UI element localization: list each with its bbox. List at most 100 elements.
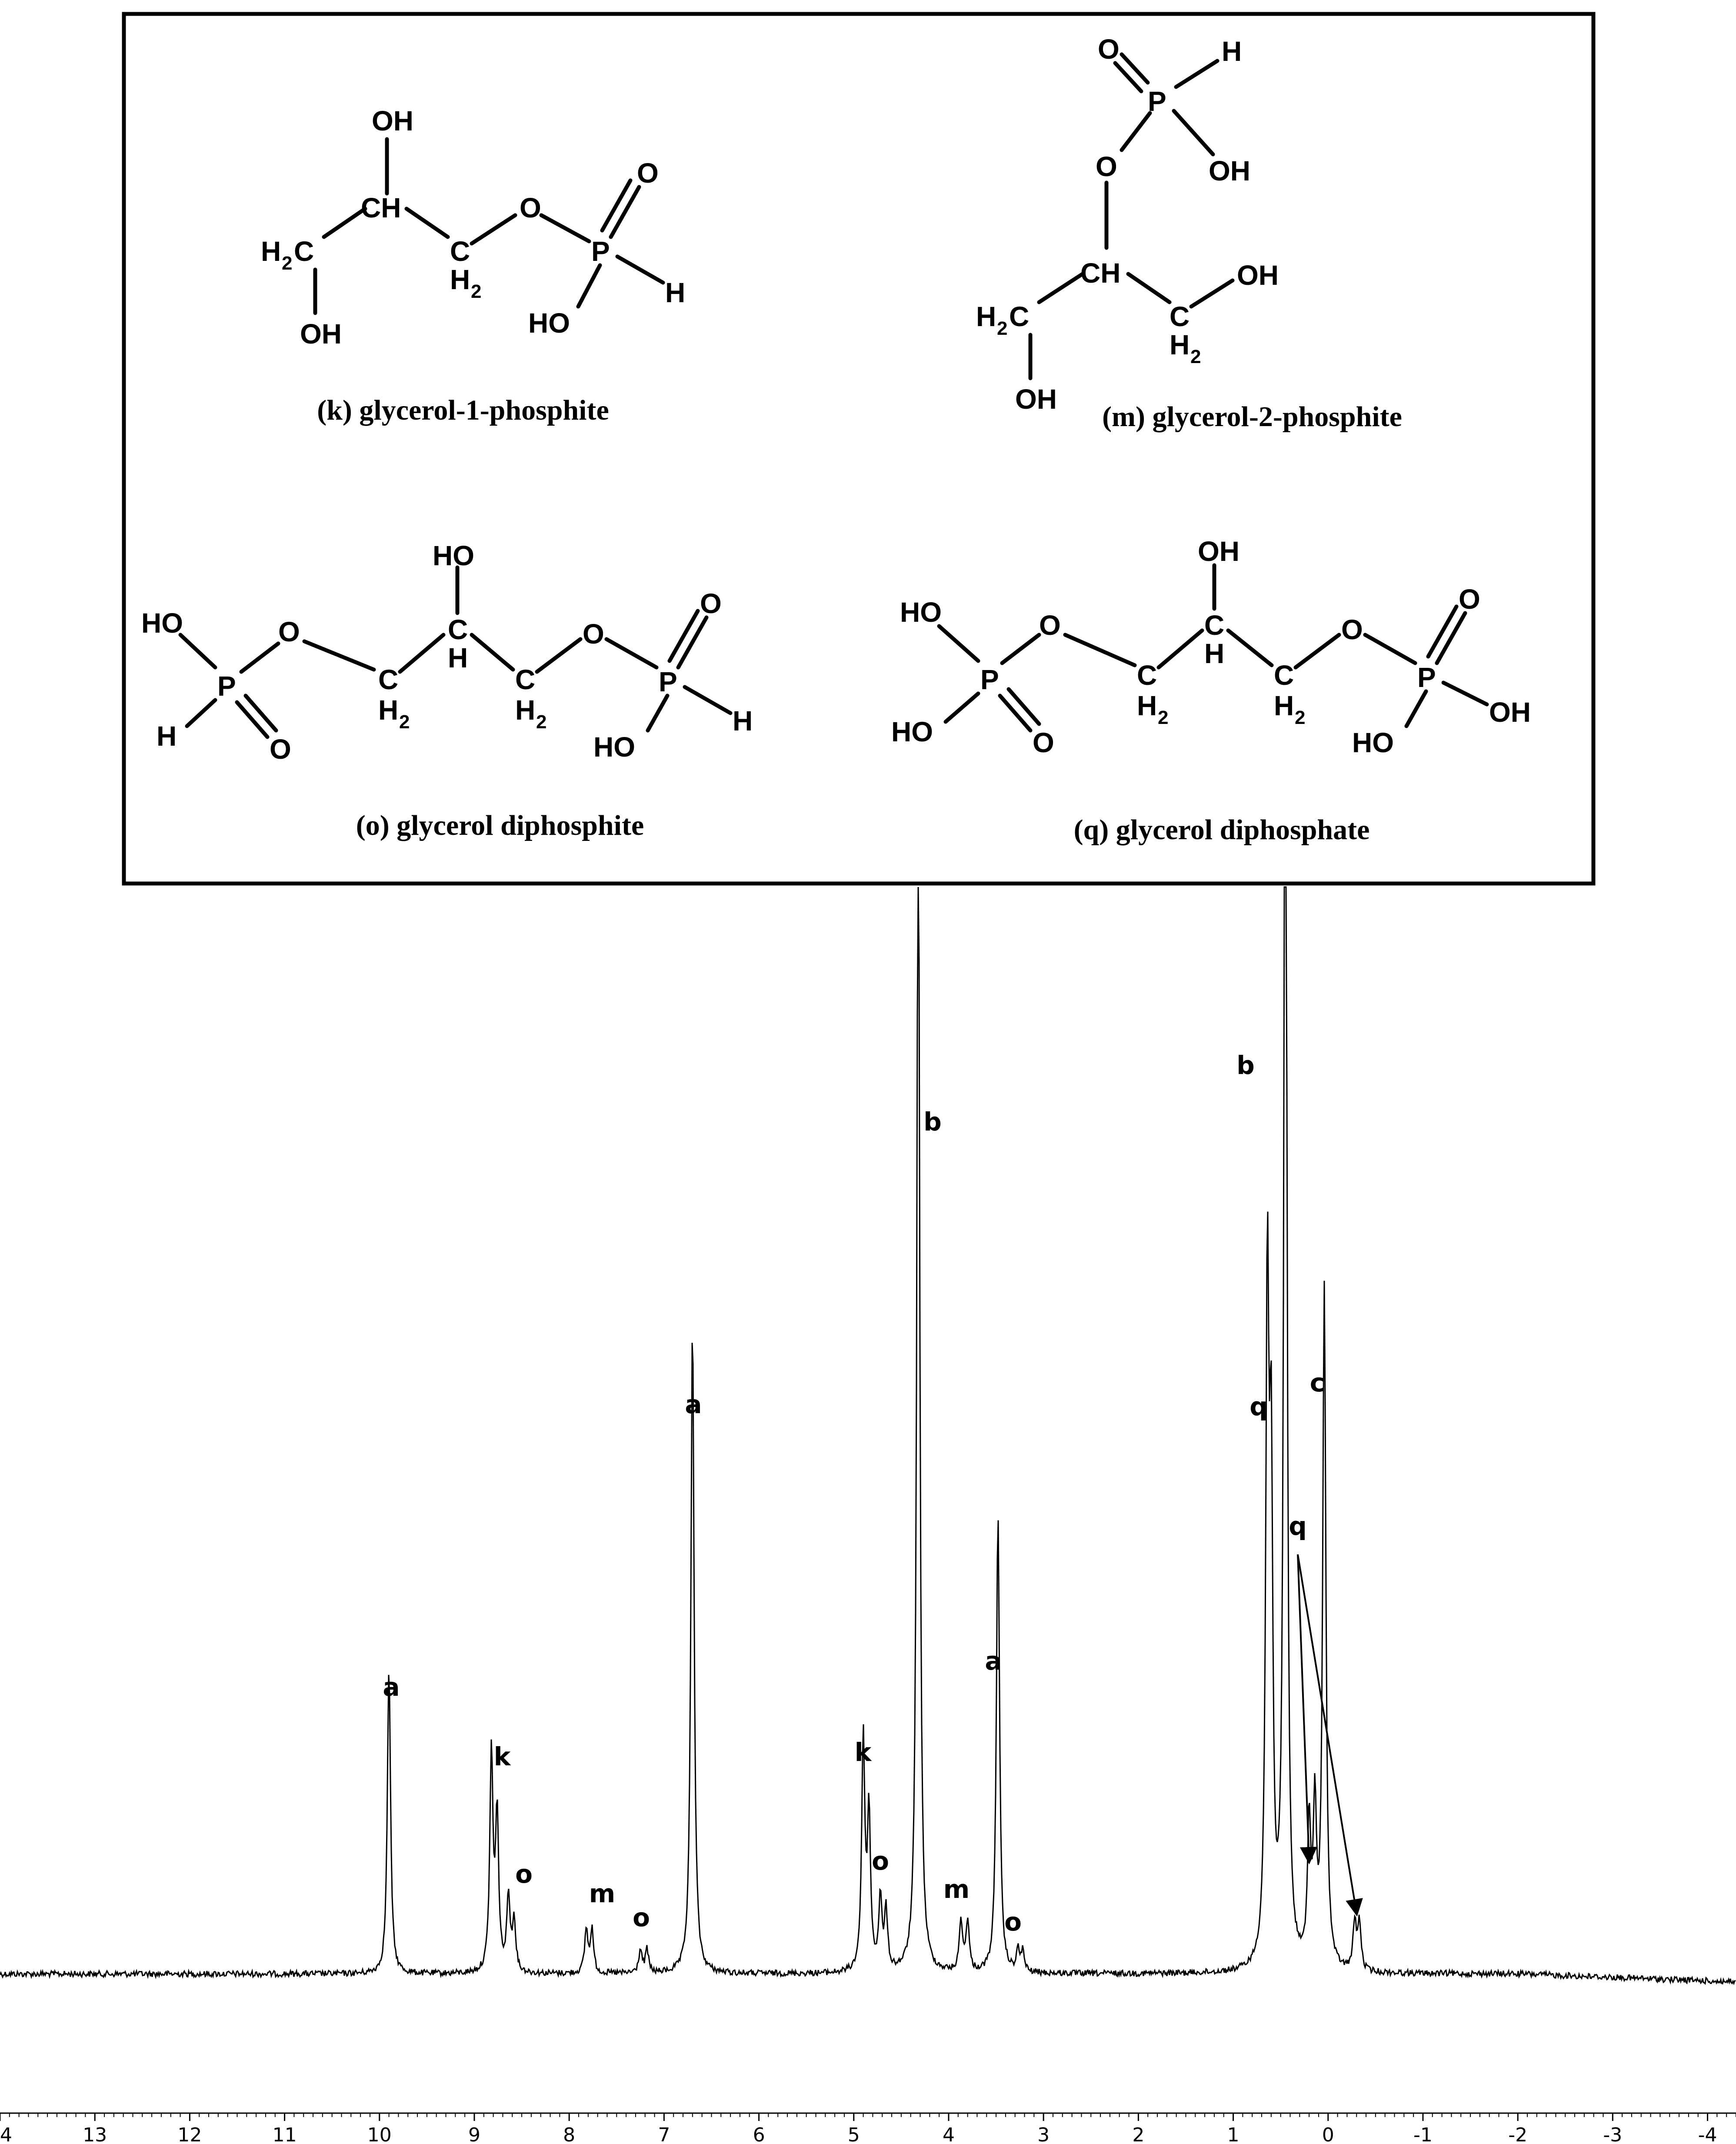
- atom-label: H: [450, 264, 470, 295]
- atom-label: H: [1222, 36, 1242, 67]
- peak-label: o: [633, 1903, 650, 1932]
- atom-subscript: 2: [997, 318, 1007, 339]
- x-axis: 14131211109876543210-1-2-3-4: [0, 2112, 1736, 2144]
- atom-label: HO: [1352, 727, 1394, 758]
- nmr-spectrum: [0, 886, 1736, 1985]
- atom-label: O: [1096, 151, 1117, 182]
- peak-label: k: [855, 1737, 872, 1767]
- x-tick-label: -1: [1413, 2124, 1433, 2144]
- x-tick-label: -4: [1698, 2124, 1717, 2144]
- atom-label: HO: [141, 607, 183, 639]
- atom-label: HO: [433, 540, 474, 571]
- atom-label: O: [637, 157, 659, 189]
- atom-label: H: [157, 720, 177, 752]
- atom-label: CH: [1080, 257, 1120, 289]
- atom-label: C: [1204, 610, 1224, 641]
- atom-label: P: [659, 666, 677, 697]
- atom-label: C: [378, 664, 398, 695]
- x-tick-label: -3: [1603, 2124, 1622, 2144]
- atom-label: HO: [891, 716, 933, 747]
- peak-label: c: [1310, 1368, 1325, 1397]
- peak-label: b: [923, 1107, 942, 1137]
- x-tick-label: 11: [273, 2124, 297, 2144]
- atom-label: O: [700, 588, 722, 619]
- structures-panel: OH CH H 2 C OH C H 2 O P O H HO (k) glyc…: [122, 12, 1596, 886]
- atom-label: O: [1459, 584, 1480, 615]
- atom-subscript: 2: [399, 711, 410, 733]
- atom-label: OH: [372, 105, 413, 137]
- atom-label: OH: [1237, 260, 1279, 291]
- structure-caption: (o) glycerol diphosphite: [356, 810, 644, 841]
- x-tick-label: 1: [1227, 2124, 1240, 2144]
- structure-o: HO P O H O C H 2 C H HO C H 2 O P: [141, 540, 753, 841]
- atom-label: H: [976, 301, 996, 332]
- x-tick-label: 0: [1322, 2124, 1334, 2144]
- atom-label: C: [450, 236, 470, 267]
- atom-subscript: 2: [1158, 707, 1168, 728]
- peak-label: m: [943, 1874, 970, 1904]
- atom-label: HO: [900, 597, 942, 628]
- atom-label: OH: [300, 318, 342, 350]
- x-tick-label: 4: [943, 2124, 955, 2144]
- atom-label: CH: [361, 192, 401, 223]
- peak-label: m: [589, 1879, 615, 1908]
- atom-label: P: [217, 670, 236, 702]
- atom-label: O: [1039, 610, 1061, 641]
- atom-subscript: 2: [536, 711, 546, 733]
- atom-label: OH: [1198, 536, 1240, 567]
- atom-label: P: [1417, 662, 1436, 693]
- structure-caption: (k) glycerol-1-phosphite: [317, 394, 609, 426]
- atom-label: P: [591, 236, 610, 267]
- atom-subscript: 2: [1190, 346, 1201, 367]
- x-tick-label: 13: [83, 2124, 107, 2144]
- structure-k: OH CH H 2 C OH C H 2 O P O H HO (k) glyc…: [261, 105, 685, 426]
- atom-label: P: [980, 664, 999, 695]
- peak-label: q: [1289, 1511, 1307, 1541]
- atom-label: O: [1033, 727, 1054, 758]
- structure-m: O H P OH O CH H 2 C OH C H 2 OH (m) glyc…: [976, 33, 1402, 433]
- annotation-arrows: [1297, 1554, 1363, 1917]
- x-tick-label: 12: [177, 2124, 202, 2144]
- atom-label: H: [733, 705, 753, 737]
- atom-label: HO: [593, 731, 635, 763]
- x-tick-label: 10: [367, 2124, 392, 2144]
- x-tick-label: 6: [753, 2124, 765, 2144]
- atom-label: C: [294, 236, 314, 267]
- atom-label: H: [515, 694, 535, 726]
- atom-label: O: [278, 616, 300, 647]
- atom-label: C: [1170, 301, 1190, 332]
- atom-subscript: 2: [471, 281, 481, 302]
- atom-label: H: [448, 642, 468, 674]
- atom-label: HO: [528, 307, 570, 339]
- x-tick-label: 8: [563, 2124, 575, 2144]
- atom-subscript: 2: [282, 253, 292, 274]
- structures-box: [122, 12, 1596, 886]
- peak-label: a: [383, 1672, 400, 1702]
- peak-label: k: [494, 1742, 511, 1771]
- atom-label: H: [1137, 690, 1157, 721]
- structure-caption: (m) glycerol-2-phosphite: [1102, 401, 1402, 433]
- atom-label: C: [448, 614, 468, 645]
- peak-label: o: [1004, 1907, 1022, 1937]
- atom-label: O: [270, 734, 291, 765]
- atom-label: H: [1274, 690, 1294, 721]
- atom-label: OH: [1015, 383, 1057, 415]
- x-tick-label: 5: [848, 2124, 860, 2144]
- atom-label: H: [665, 277, 685, 308]
- atom-label: C: [515, 664, 535, 695]
- peak-label: a: [985, 1646, 1002, 1676]
- annotation-arrow: [1297, 1554, 1317, 1864]
- atom-label: H: [378, 694, 398, 726]
- atom-label: C: [1009, 301, 1029, 332]
- x-tick-label: 14: [0, 2124, 12, 2144]
- atom-subscript: 2: [1295, 707, 1305, 728]
- atom-label: H: [1204, 638, 1224, 669]
- annotation-arrow: [1297, 1554, 1363, 1917]
- atom-label: C: [1274, 660, 1294, 691]
- atom-label: H: [261, 236, 281, 267]
- atom-label: C: [1137, 660, 1157, 691]
- peak-label: o: [872, 1846, 889, 1876]
- atom-label: O: [1098, 33, 1120, 65]
